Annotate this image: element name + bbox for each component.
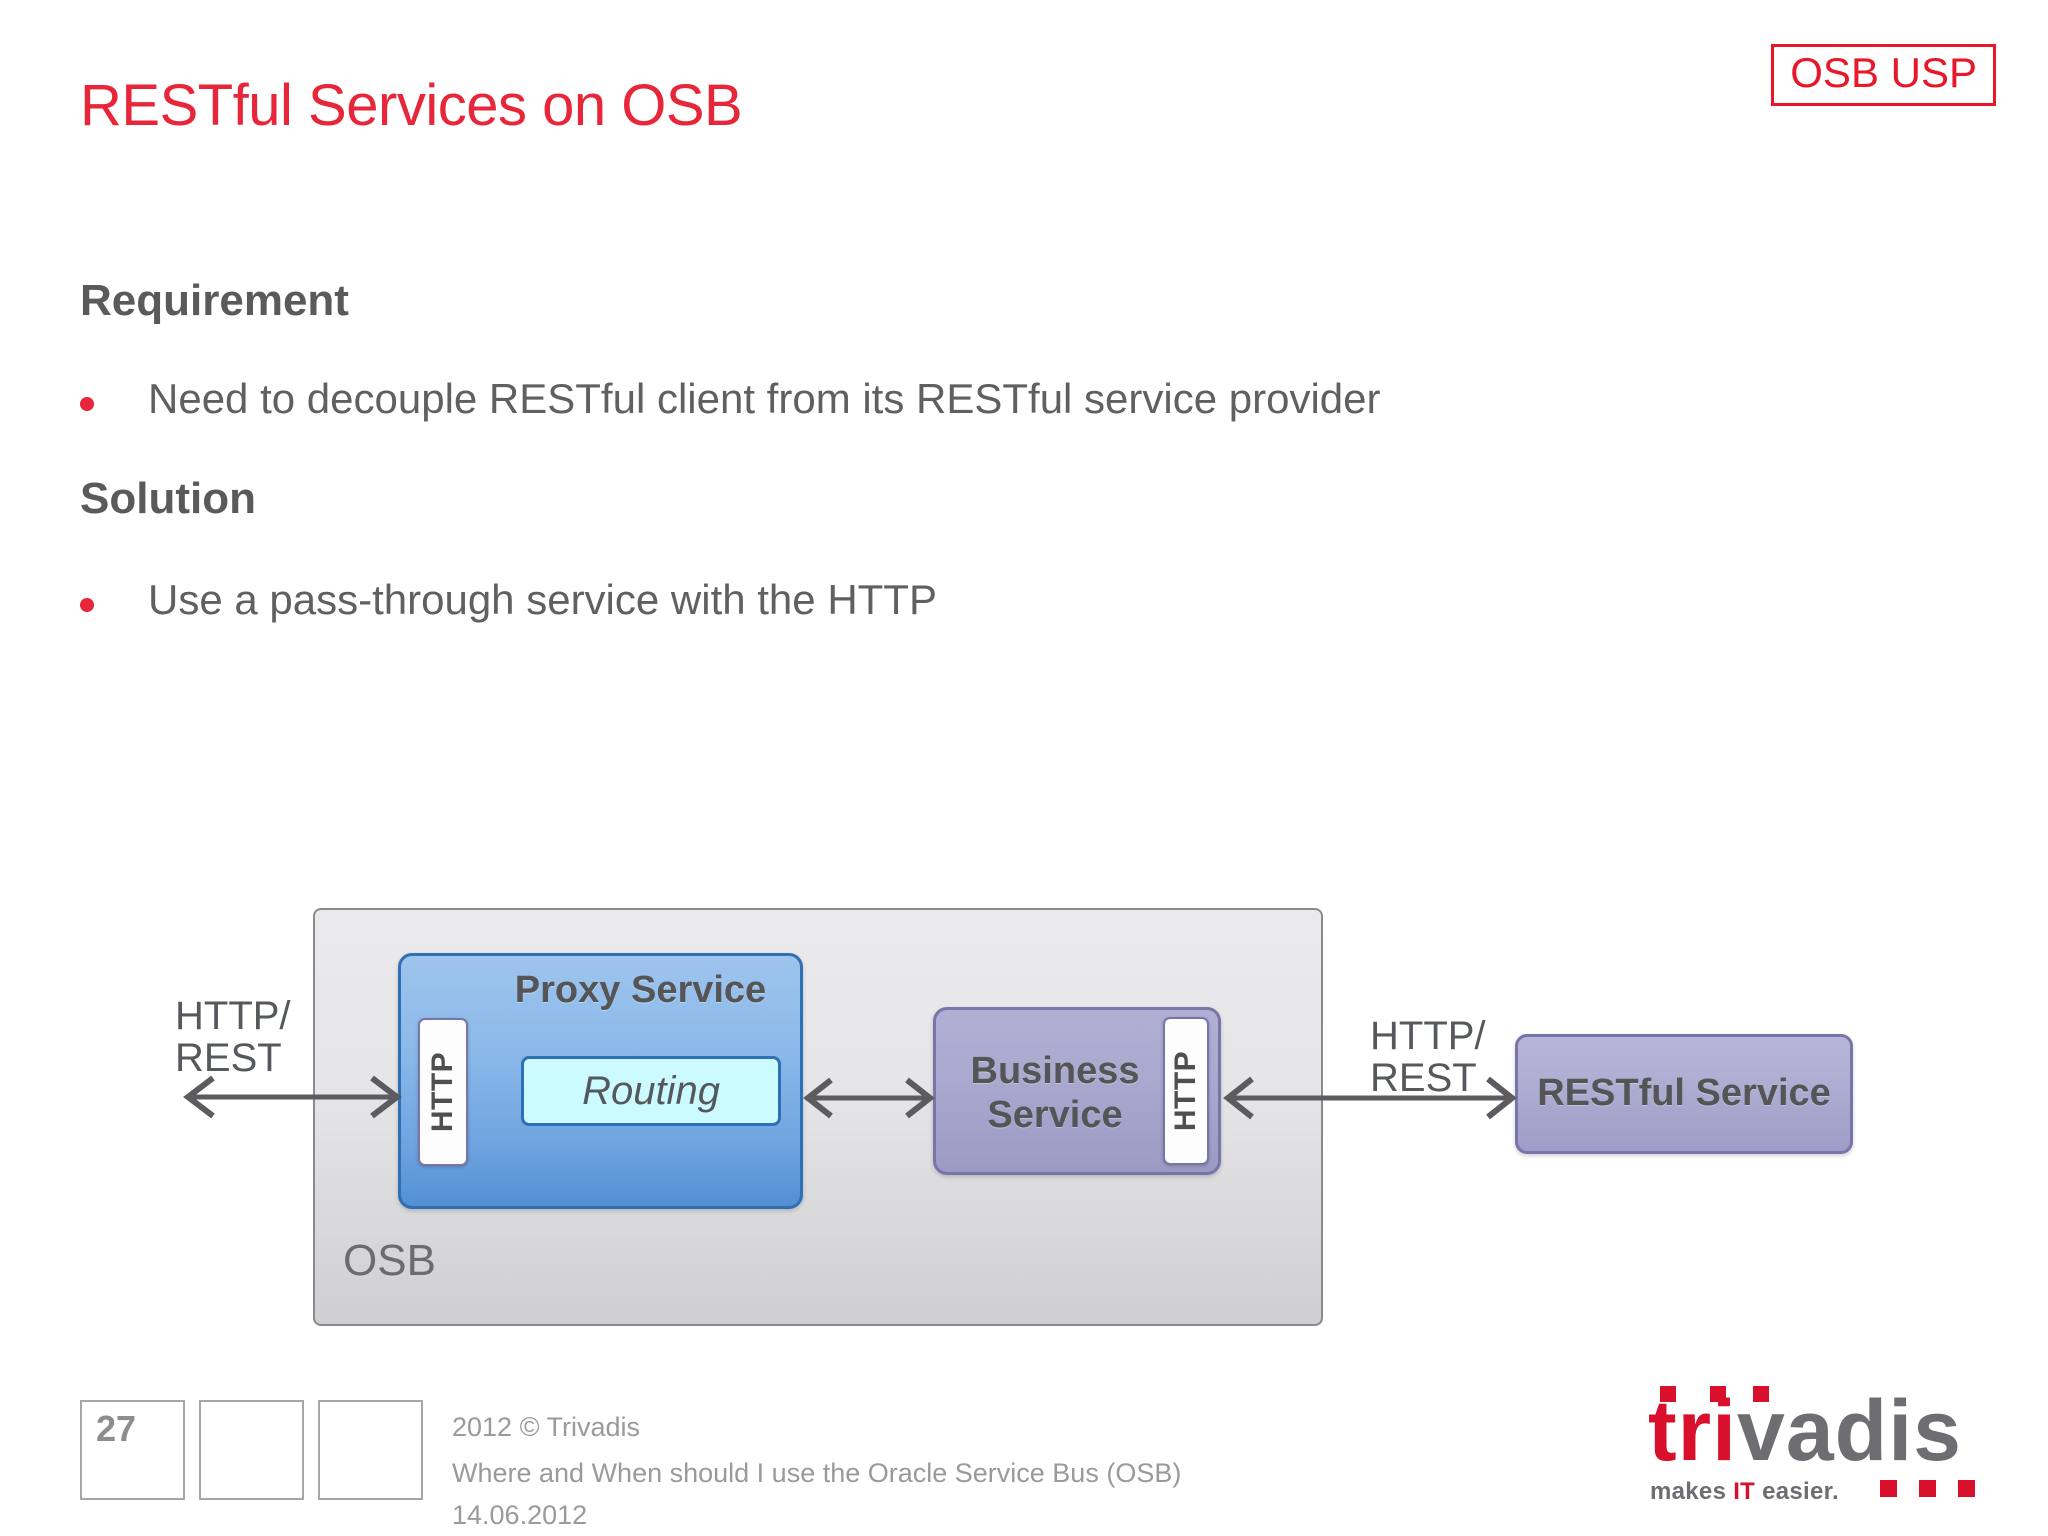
footer-box-2 (199, 1400, 304, 1500)
logo-dot-2 (1919, 1480, 1936, 1497)
page-title: RESTful Services on OSB (80, 73, 743, 138)
business-service-title: Business Service (970, 1050, 1140, 1136)
footer-copyright: 2012 © Trivadis (452, 1412, 640, 1442)
logo-tagline: makes IT easier. (1650, 1478, 1839, 1506)
logo-brand-gray: vadis (1737, 1383, 1962, 1479)
solution-bullet-text: Use a pass-through service with the HTTP (148, 576, 937, 623)
osb-container-label: OSB (343, 1236, 436, 1285)
trivadis-logo: trivadis makes IT easier. (1648, 1386, 2018, 1508)
requirement-bullet-text: Need to decouple RESTful client from its… (148, 375, 1381, 422)
logo-tagline-it: IT (1733, 1478, 1756, 1505)
proxy-http-transport-strip: HTTP (418, 1018, 468, 1166)
proxy-service-title: Proxy Service (514, 969, 767, 1011)
footer-date: 14.06.2012 (452, 1500, 588, 1530)
left-connector-label: HTTP/REST (175, 994, 291, 1080)
restful-service-title: RESTful Service (1537, 1072, 1831, 1115)
logo-wordmark: trivadis (1648, 1388, 1962, 1474)
footer-deck-title: Where and When should I use the Oracle S… (452, 1458, 1182, 1488)
footer-box-3 (318, 1400, 423, 1500)
right-connector-label: HTTP/REST (1370, 1014, 1486, 1100)
logo-dots (1880, 1480, 1975, 1497)
restful-service-box: RESTful Service (1515, 1034, 1853, 1154)
business-http-transport-strip: HTTP (1163, 1017, 1209, 1165)
logo-tagline-pre: makes (1650, 1478, 1734, 1505)
logo-square-t (1660, 1386, 1676, 1402)
logo-square-i (1753, 1386, 1769, 1402)
bullet-dot-icon (80, 598, 94, 612)
footer-box-page (80, 1400, 185, 1500)
requirement-bullet-row: Need to decouple RESTful client from its… (80, 375, 1381, 423)
routing-label: Routing (582, 1068, 720, 1113)
routing-action-box: Routing (521, 1056, 781, 1126)
osb-usp-badge: OSB USP (1771, 44, 1996, 107)
logo-dot-1 (1880, 1480, 1897, 1497)
solution-bullet-row: Use a pass-through service with the HTTP (80, 576, 937, 624)
requirement-heading: Requirement (80, 276, 349, 325)
logo-square-r (1710, 1386, 1726, 1402)
bullet-dot-icon (80, 397, 94, 411)
solution-heading: Solution (80, 474, 256, 523)
page-number: 27 (96, 1408, 137, 1449)
logo-brand-red: tri (1648, 1383, 1737, 1479)
logo-dot-3 (1958, 1480, 1975, 1497)
logo-tagline-post: easier. (1755, 1478, 1839, 1505)
